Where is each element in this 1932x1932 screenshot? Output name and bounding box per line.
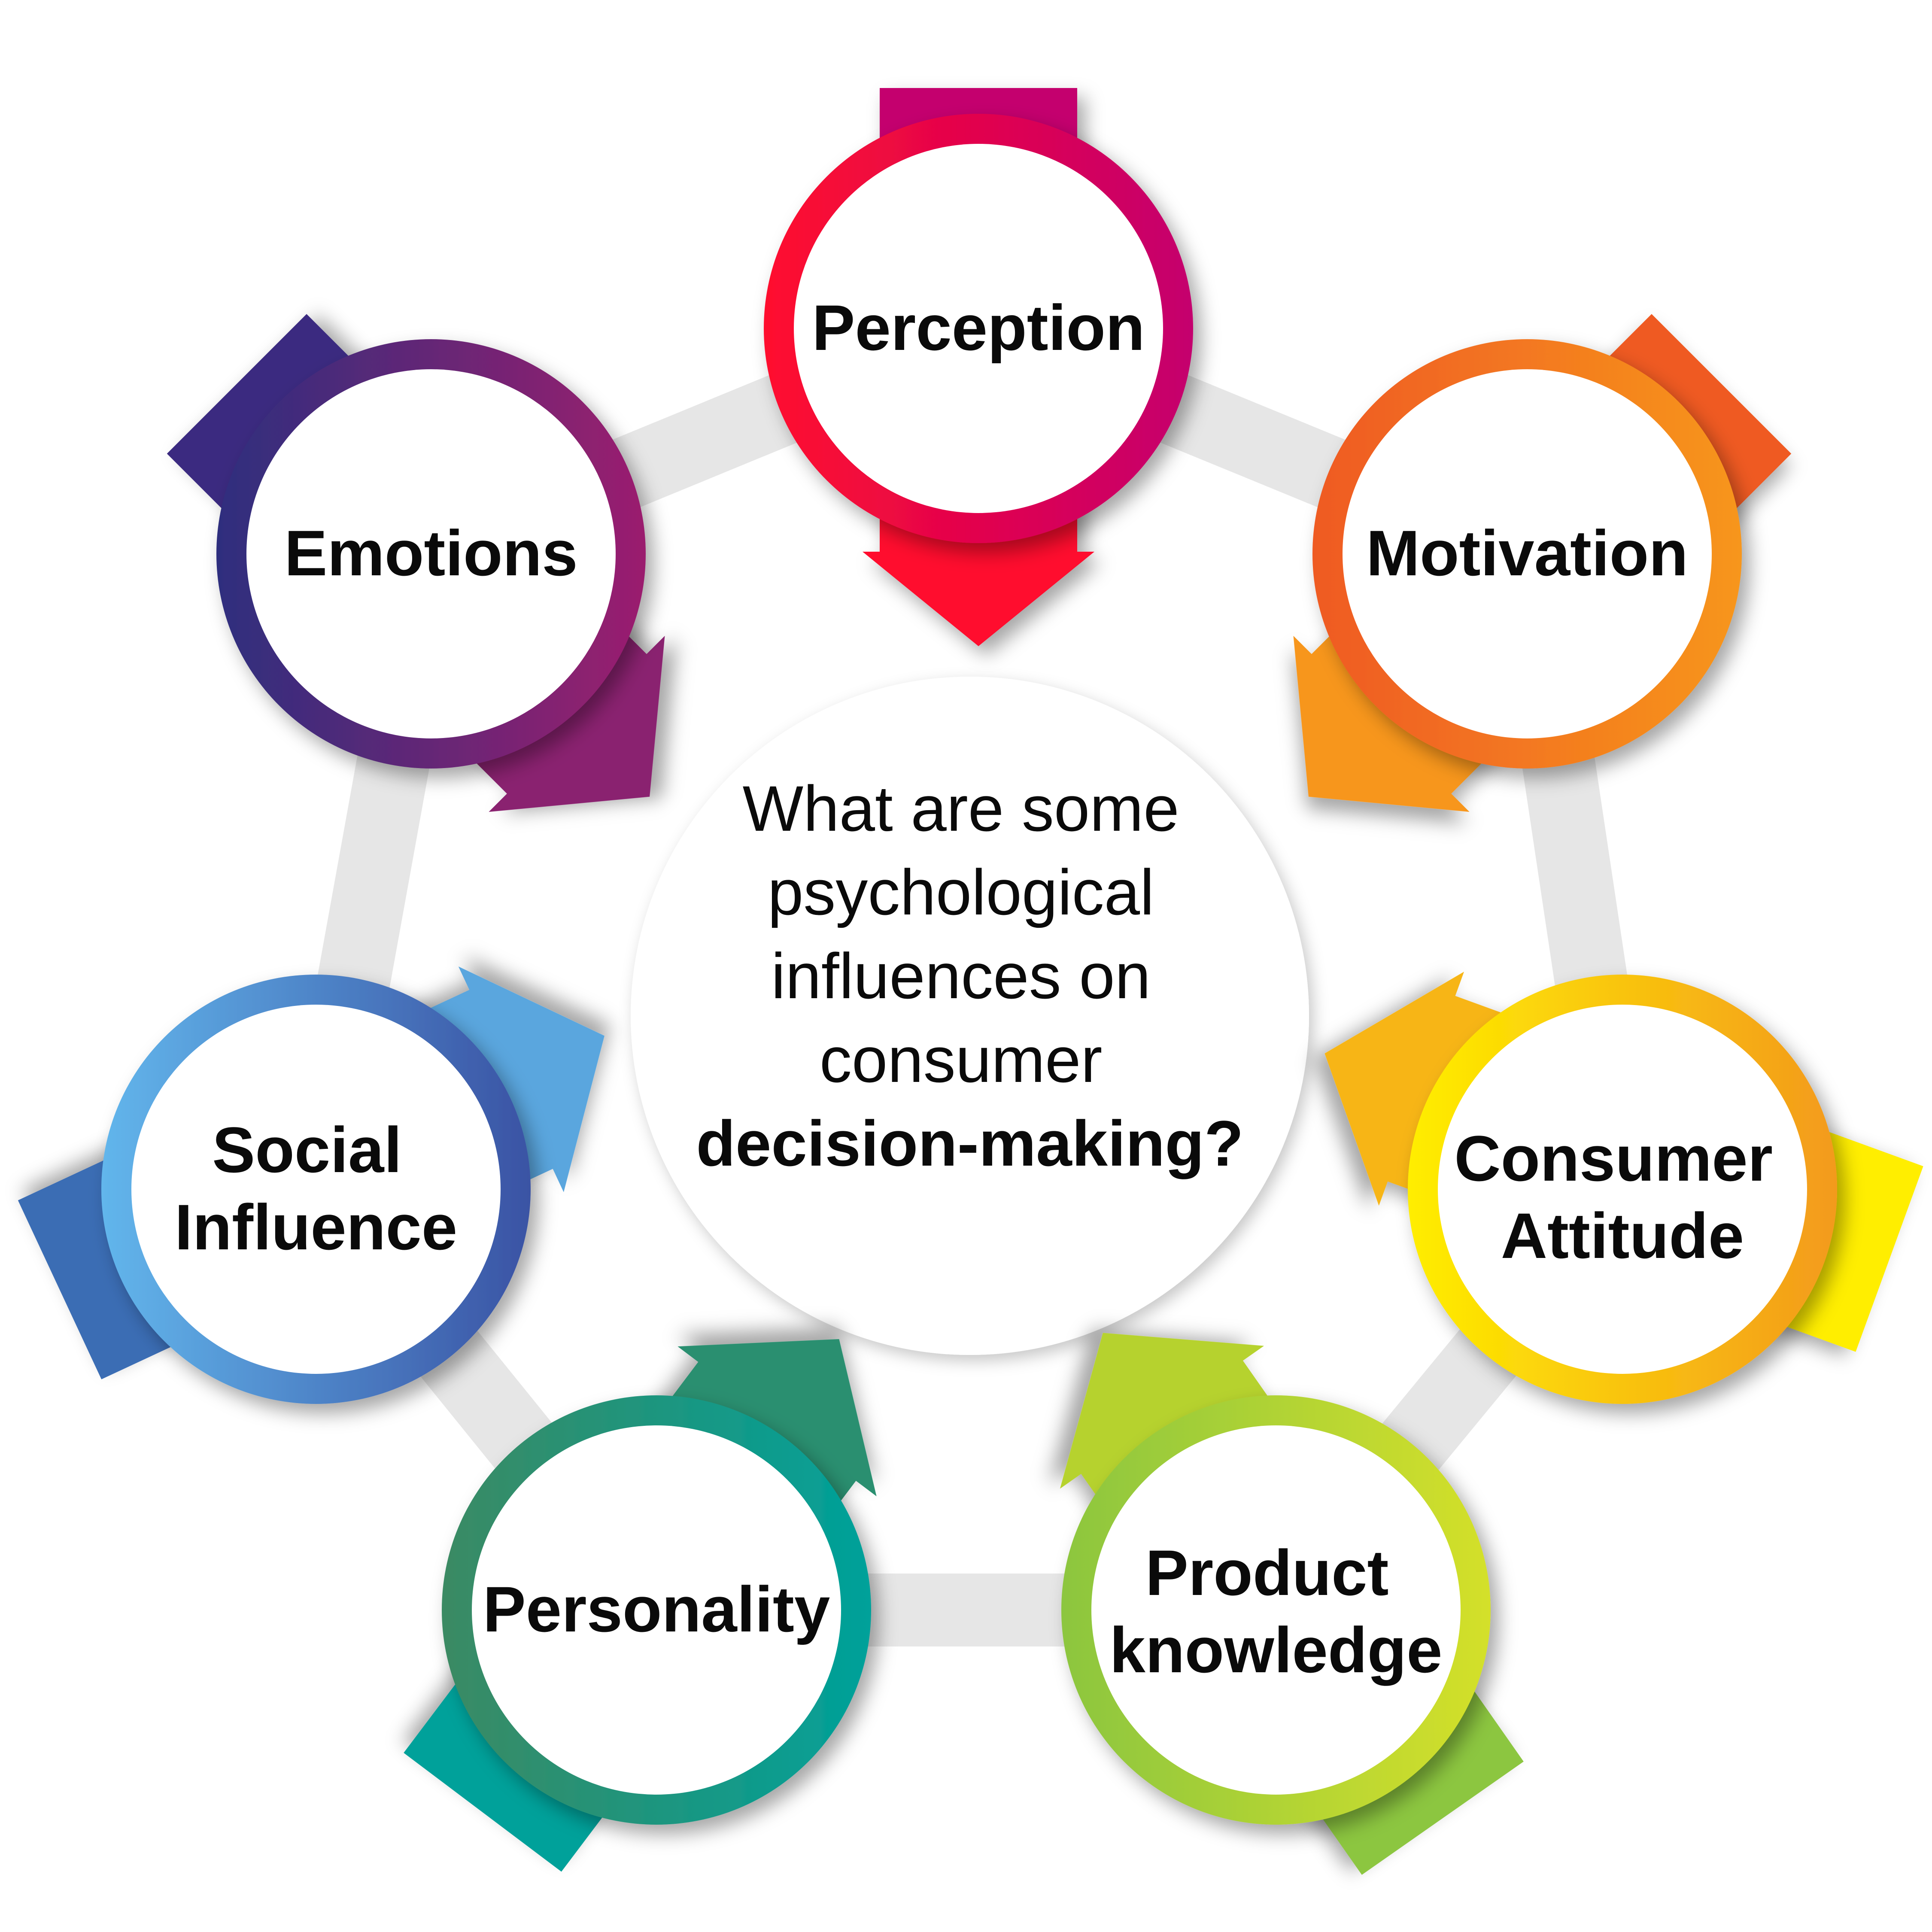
node-consumer-attitude[interactable]: Consumer Attitude bbox=[1282, 936, 1932, 1404]
svg-text:Product knowledge: Product knowledge bbox=[1109, 1537, 1442, 1686]
svg-text:Perception: Perception bbox=[812, 292, 1145, 364]
center-line-3: influences on bbox=[771, 940, 1151, 1012]
node-label-line-2: Influence bbox=[175, 1191, 457, 1263]
svg-text:Personality: Personality bbox=[483, 1573, 830, 1645]
node-label-line-1: Consumer bbox=[1454, 1122, 1773, 1194]
center-question: What are some psychological influences o… bbox=[631, 677, 1309, 1355]
node-label: Personality bbox=[483, 1573, 830, 1645]
center-line-bold: decision-making? bbox=[696, 1107, 1243, 1179]
svg-text:Consumer Attitude: Consumer Attitude bbox=[1454, 1122, 1790, 1272]
node-label-line-1: Social bbox=[212, 1114, 402, 1186]
svg-text:Social Influence: Social Influence bbox=[175, 1114, 457, 1263]
node-motivation[interactable]: Motivation bbox=[1221, 296, 1810, 885]
node-label-line-2: knowledge bbox=[1109, 1614, 1442, 1686]
node-perception[interactable]: Perception bbox=[764, 88, 1193, 646]
node-label: Emotions bbox=[284, 517, 577, 589]
svg-text:What are some psychologi: What are some psychological influences o… bbox=[696, 772, 1243, 1179]
node-label: Perception bbox=[812, 292, 1145, 364]
node-personality[interactable]: Personality bbox=[383, 1264, 939, 1887]
center-line-2: psychological bbox=[768, 856, 1154, 928]
center-line-4: consumer bbox=[820, 1024, 1103, 1096]
node-social-influence[interactable]: Social Influence bbox=[7, 923, 657, 1404]
node-label-line-1: Product bbox=[1145, 1537, 1389, 1609]
center-line-1: What are some bbox=[743, 772, 1179, 844]
node-label: Motivation bbox=[1366, 517, 1688, 589]
node-label-line-2: Attitude bbox=[1501, 1200, 1744, 1272]
node-emotions[interactable]: Emotions bbox=[149, 296, 738, 885]
node-product-knowledge[interactable]: Product knowledge bbox=[1001, 1261, 1545, 1889]
svg-text:Motivation: Motivation bbox=[1366, 517, 1688, 589]
svg-text:Emotions: Emotions bbox=[284, 517, 577, 589]
